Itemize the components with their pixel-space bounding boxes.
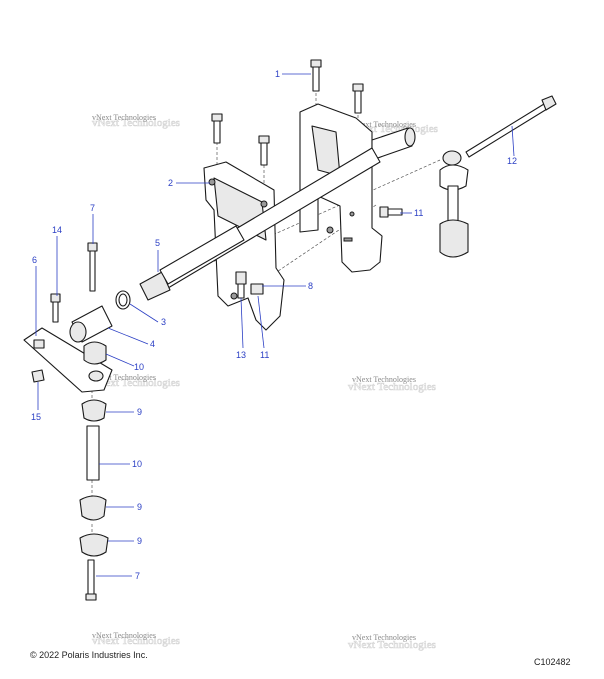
callout-2: 2: [168, 178, 173, 188]
callout-8: 8: [308, 281, 313, 291]
bolts-top: [211, 59, 364, 166]
callout-9-b: 9: [137, 502, 142, 512]
callout-5: 5: [155, 238, 160, 248]
watermark: vNext Technologies: [92, 113, 156, 122]
callout-4: 4: [150, 339, 155, 349]
callout-3: 3: [161, 317, 166, 327]
main-shaft: [139, 147, 381, 301]
callout-12: 12: [507, 156, 517, 166]
callout-9-c: 9: [137, 536, 142, 546]
bolt-7-top: [87, 242, 98, 292]
right-bracket: [299, 103, 416, 273]
callout-7-top: 7: [90, 203, 95, 213]
watermark: vNext Technologies: [92, 631, 156, 640]
long-bolt: [465, 95, 557, 158]
callout-11-bottom: 11: [260, 350, 269, 360]
lower-stack: [79, 399, 109, 601]
watermark-ghost: vNext Technologies: [92, 117, 180, 129]
callout-15: 15: [31, 412, 41, 422]
callout-10-top: 10: [134, 362, 144, 372]
watermarks: vNext Technologies vNext Technologies vN…: [92, 113, 439, 651]
nut-15: [31, 369, 45, 383]
watermark-ghost: vNext Technologies: [348, 381, 436, 393]
arm-6: [23, 327, 113, 393]
watermark: vNext Technologies: [352, 120, 416, 129]
drawing-number: C102482: [534, 657, 571, 667]
watermark-ghost: vNext Technologies: [348, 639, 436, 651]
bolt-11-right: [379, 206, 403, 218]
watermark-ghost: vNext Technologies: [92, 635, 180, 647]
callout-1: 1: [275, 69, 280, 79]
callout-13: 13: [236, 350, 246, 360]
watermark: vNext Technologies: [352, 375, 416, 384]
watermark: vNext Technologies: [352, 633, 416, 642]
callout-14: 14: [52, 225, 62, 235]
callout-10-mid: 10: [132, 459, 142, 469]
bushing-4: [69, 305, 113, 343]
bushing-stack-right: [439, 150, 469, 258]
watermark-ghost: vNext Technologies: [92, 377, 180, 389]
callouts: 1 2 3 4 5 6 7 7 8 9 9 9 10 10 11 11 12: [31, 69, 517, 581]
callout-7-bottom: 7: [135, 571, 140, 581]
callout-6: 6: [32, 255, 37, 265]
watermark: vNext Technologies: [92, 373, 156, 382]
bolt-14: [50, 293, 61, 323]
copyright: © 2022 Polaris Industries Inc.: [30, 650, 148, 660]
callout-9-a: 9: [137, 407, 142, 417]
bushing-10-top: [83, 341, 107, 365]
washer-3: [115, 290, 131, 310]
callout-11-right: 11: [414, 208, 423, 218]
